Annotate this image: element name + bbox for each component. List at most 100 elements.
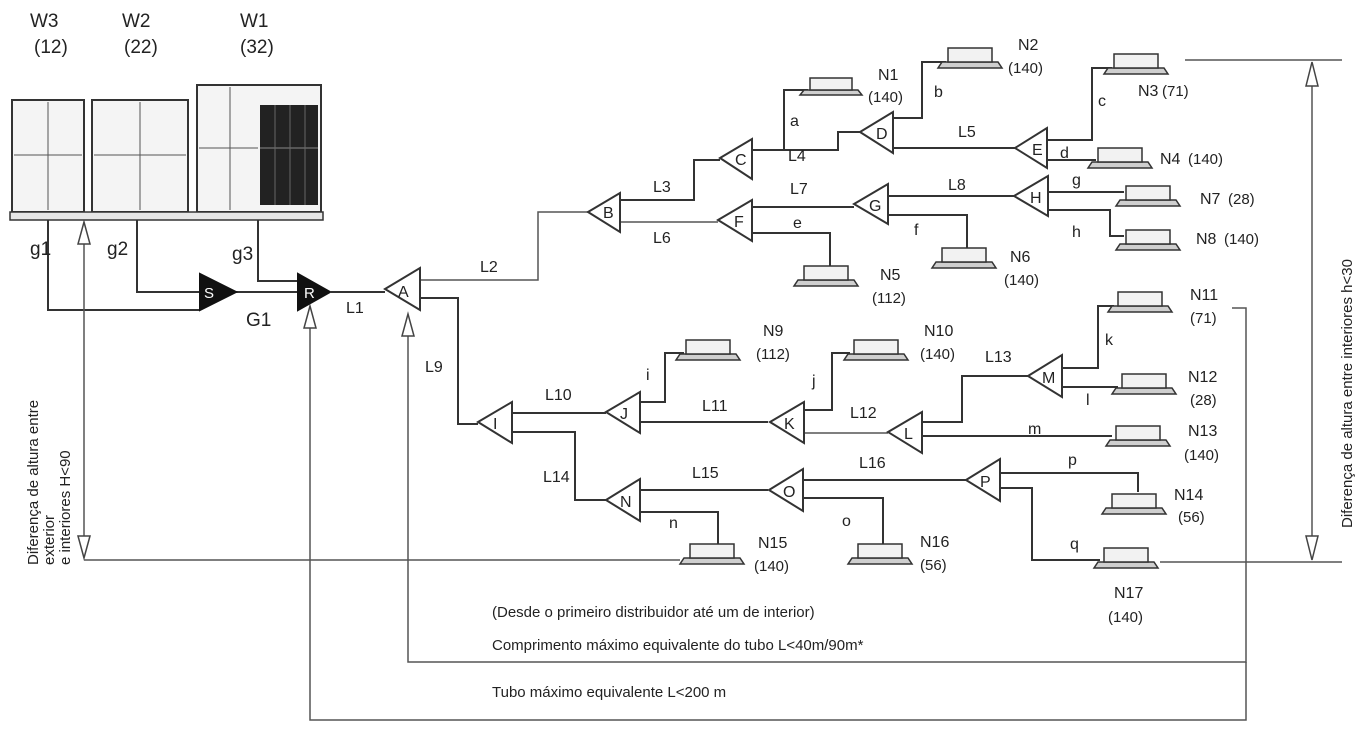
pipe-label-L8: L8 <box>948 177 966 194</box>
indoor-unit-n12: N12 (28) <box>1110 369 1217 409</box>
pipe-g1-line <box>47 220 200 311</box>
left-height-label-1: Diferença de altura entre <box>25 400 42 565</box>
pipe-label-L9: L9 <box>425 359 443 376</box>
pipe-label-g1: g1 <box>30 239 51 260</box>
pipe-label-L5: L5 <box>958 124 976 141</box>
branch-label-p: p <box>1068 452 1077 469</box>
branch-label-l: l <box>1086 392 1090 409</box>
joint-p: P <box>964 457 1001 503</box>
joint-f-label: F <box>734 214 744 231</box>
pipe-g3-line <box>257 220 298 282</box>
indoor-unit-n1-id: N1 <box>878 67 899 84</box>
branch-e-line <box>752 232 831 268</box>
branch-label-m: m <box>1028 421 1041 438</box>
branch-b-line <box>893 61 946 119</box>
outdoor-unit-w2-capacity: (22) <box>124 37 158 58</box>
indoor-unit-n10-capacity: (140) <box>920 346 955 363</box>
indoor-unit-n5: N5 (112) <box>792 265 906 307</box>
joint-g-label: G <box>869 198 881 215</box>
indoor-unit-n10-id: N10 <box>924 323 953 340</box>
note-max-equiv-total: Tubo máximo equivalente L<200 m <box>492 684 726 701</box>
branch-q-line <box>1000 487 1100 561</box>
joint-a-label: A <box>398 284 409 301</box>
joint-l: L <box>886 410 923 455</box>
pipe-label-L2: L2 <box>480 259 498 276</box>
branch-label-c: c <box>1098 93 1106 110</box>
pipe-label-L7: L7 <box>790 181 808 198</box>
joint-l-label: L <box>904 426 913 443</box>
joint-h: H <box>1012 174 1049 218</box>
branch-label-h: h <box>1072 224 1081 241</box>
branch-p-line <box>1000 472 1139 492</box>
indoor-unit-n9-id: N9 <box>763 323 784 340</box>
joint-g: G <box>852 182 889 226</box>
outdoor-unit-w1-capacity: (32) <box>240 37 274 58</box>
indoor-unit-n6-id: N6 <box>1010 249 1031 266</box>
pipe-label-L12: L12 <box>850 405 877 422</box>
indoor-unit-n6-capacity: (140) <box>1004 272 1039 289</box>
indoor-unit-n15-capacity: (140) <box>754 558 789 575</box>
joint-e-label: E <box>1032 142 1043 159</box>
pipe-L2-line <box>420 211 590 281</box>
branch-k-line <box>1062 305 1114 369</box>
joint-o: O <box>767 467 804 513</box>
pipe-label-L14: L14 <box>543 469 570 486</box>
indoor-unit-n9-capacity: (112) <box>756 346 790 363</box>
indoor-unit-n17-id: N17 <box>1114 585 1143 602</box>
indoor-unit-n4-capacity: (140) <box>1188 151 1223 168</box>
indoor-unit-n11: N11 (71) <box>1106 287 1218 327</box>
indoor-unit-n13: N13 (140) <box>1104 423 1219 464</box>
pipe-label-L6: L6 <box>653 230 671 247</box>
right-dim-arrow-up <box>1305 61 1319 87</box>
branch-label-i: i <box>646 367 650 384</box>
pipe-L4-line <box>752 131 862 151</box>
indoor-unit-n8-id: N8 <box>1196 231 1217 248</box>
indoor-unit-n16: N16 (56) <box>846 534 949 574</box>
pipe-L13-line <box>922 375 1028 423</box>
pipe-g2-line <box>136 220 200 293</box>
branch-label-f: f <box>914 222 919 239</box>
joint-m-label: M <box>1042 370 1055 387</box>
indoor-unit-n4-id: N4 <box>1160 151 1181 168</box>
indoor-unit-n7-capacity: (28) <box>1228 191 1255 208</box>
branch-label-j: j <box>811 373 816 390</box>
indoor-unit-n11-capacity: (71) <box>1190 310 1217 327</box>
outdoor-base-frame <box>9 211 324 221</box>
joint-s-shape <box>199 272 239 312</box>
indoor-unit-n14-capacity: (56) <box>1178 509 1205 526</box>
indoor-unit-n1: N1 (140) <box>798 67 903 106</box>
joint-a: A <box>383 266 421 312</box>
joint-c: C <box>718 137 753 181</box>
indoor-unit-n3-id: N3 <box>1138 83 1159 100</box>
indoor-unit-n5-capacity: (112) <box>872 290 906 307</box>
branch-label-o: o <box>842 513 851 530</box>
joint-s-label: S <box>204 285 214 302</box>
joint-f: F <box>716 198 753 243</box>
indoor-unit-n17-capacity: (140) <box>1108 609 1143 626</box>
pipe-L3-line <box>618 159 720 201</box>
indoor-unit-n3: N3 (71) <box>1102 53 1189 100</box>
joint-m: M <box>1026 353 1063 399</box>
branch-label-b: b <box>934 84 943 101</box>
pipe-label-L15: L15 <box>692 465 719 482</box>
joint-c-label: C <box>735 152 747 169</box>
limit-200-line <box>309 314 1247 721</box>
joint-i: I <box>476 400 513 445</box>
indoor-unit-n14: N14 (56) <box>1100 487 1205 526</box>
joint-j: J <box>604 390 641 435</box>
indoor-unit-n17: N17 (140) <box>1092 547 1160 626</box>
branch-o-line <box>803 497 884 548</box>
pipe-label-L4: L4 <box>788 148 806 165</box>
indoor-unit-n4: N4 (140) <box>1086 147 1223 169</box>
indoor-unit-n13-capacity: (140) <box>1184 447 1219 464</box>
right-height-label: Diferença de altura entre interiores h<3… <box>1339 259 1356 528</box>
branch-label-e: e <box>793 215 802 232</box>
joint-p-label: P <box>980 474 991 491</box>
joint-i-label: I <box>493 416 497 433</box>
branch-label-k: k <box>1105 332 1114 349</box>
joint-r-label: R <box>304 285 315 302</box>
pipe-label-L10: L10 <box>545 387 572 404</box>
left-dim-arrow-up <box>77 219 91 245</box>
joint-e: E <box>1013 126 1048 170</box>
outdoor-unit-w1-id: W1 <box>240 11 269 32</box>
